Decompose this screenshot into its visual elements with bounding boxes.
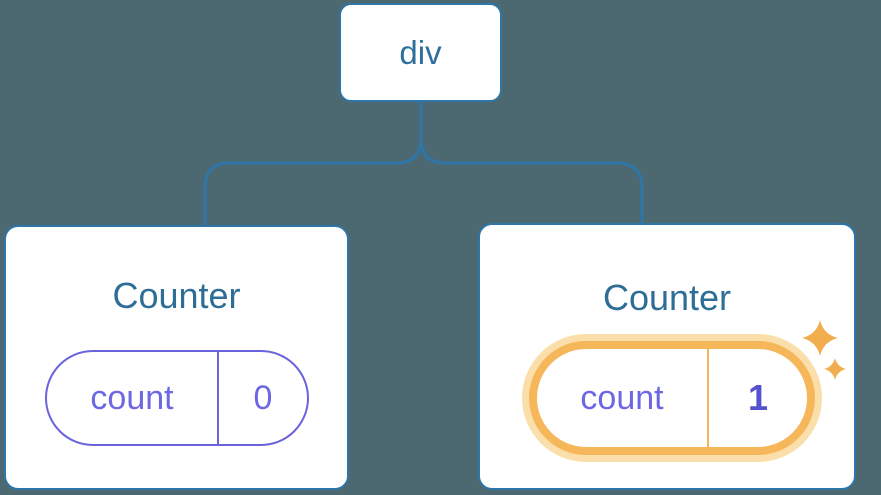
state-key-label: count <box>580 378 664 417</box>
state-pill-divider <box>707 349 709 447</box>
counter-card-right: Counter count 1 <box>478 223 856 490</box>
state-key-label: count <box>90 378 174 417</box>
state-pill-divider <box>217 352 219 444</box>
connector-right-branch <box>419 102 644 226</box>
root-node-div: div <box>339 3 502 102</box>
state-value-updated: 1 <box>747 377 769 418</box>
counter-title: Counter <box>602 277 732 318</box>
connector-left-branch <box>203 102 423 226</box>
state-pill: count 0 <box>45 350 309 446</box>
counter-card-left: Counter count 0 <box>4 225 349 490</box>
state-value: 0 <box>253 378 273 417</box>
root-node-label: div <box>399 33 442 71</box>
state-pill-highlighted: count 1 <box>529 341 815 455</box>
counter-title: Counter <box>112 275 241 316</box>
